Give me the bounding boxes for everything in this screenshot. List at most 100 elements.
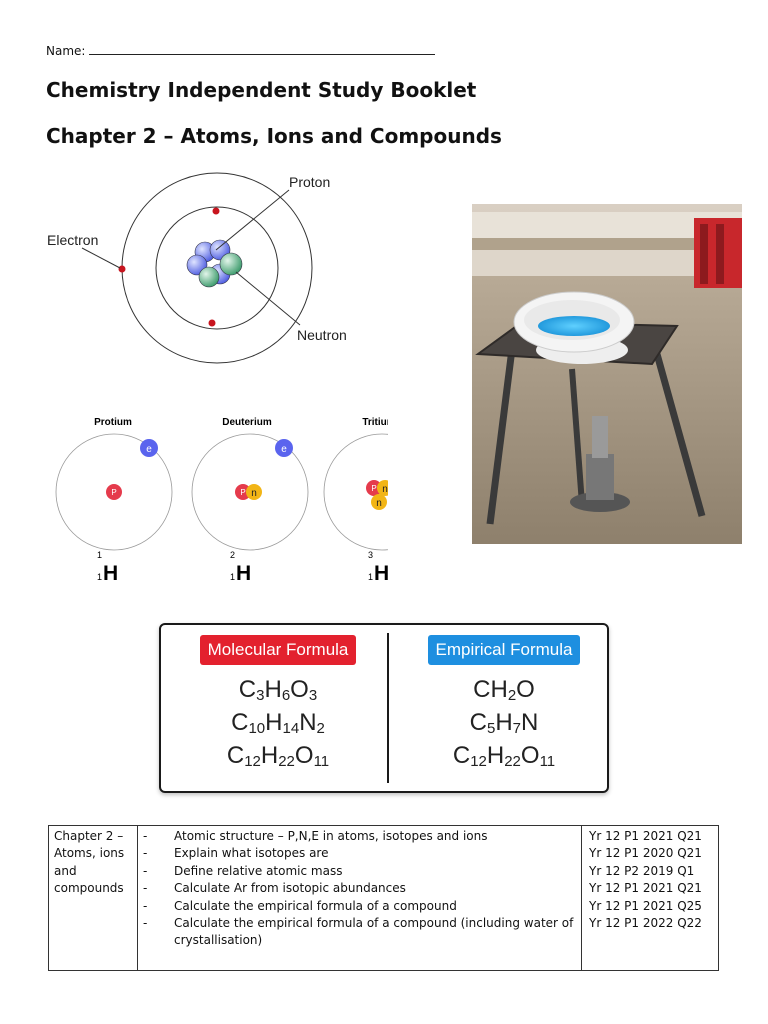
electron-pointer [81,247,121,269]
list-item: Atomic structure – P,N,E in atoms, isoto… [143,828,576,846]
element-symbol: C [469,709,487,736]
electron-symbol: e [146,444,152,455]
electron-dot [212,207,220,215]
subscript-count: 2 [507,687,517,704]
topic-cell: Chapter 2 – Atoms, ions and compounds [48,825,138,971]
electron-symbol: e [281,444,287,455]
chemical-formula: CH2O [399,673,609,706]
element-symbol: H [490,676,508,703]
subscript-count: 14 [282,720,300,737]
electron-dot [118,265,126,273]
proton-symbol: P [371,484,376,493]
references-cell: Yr 12 P1 2021 Q21 Yr 12 P1 2020 Q21 Yr 12 … [581,825,719,971]
list-item: Explain what isotopes are [143,845,576,863]
element-symbol: H [374,562,388,585]
isotope-tritium: Tritium e P n n 3 1 H [323,417,388,585]
subscript-count: 3 [256,687,265,704]
proton-ball [366,480,382,496]
subscript-count: 7 [512,720,522,737]
proton-ball [106,484,122,500]
neutron-label: Neutron [297,327,347,343]
isotope-deuterium: Deuterium e P n 2 1 H [191,417,309,585]
exam-reference: Yr 12 P1 2020 Q21 [589,846,702,861]
element-symbol: H [260,742,279,769]
name-underline [89,44,436,55]
mass-number: 3 [368,550,373,560]
proton-symbol: P [111,488,116,497]
empirical-formula-badge: Empirical Formula [427,635,581,665]
subscript-count: 11 [313,753,330,770]
electron-label: Electron [47,232,98,248]
subscript-count: 10 [248,720,266,737]
exam-reference: Yr 12 P1 2021 Q21 [589,829,702,843]
proton-label: Proton [289,174,330,190]
references-list: Yr 12 P1 2021 Q21 Yr 12 P1 2020 Q21 Yr 12 … [589,828,713,932]
inner-shell [155,206,279,330]
neutron-symbol: n [376,498,382,509]
element-symbol: O [516,676,535,703]
element-symbol: C [226,742,245,769]
objectives-cell: Atomic structure – P,N,E in atoms, isoto… [137,825,582,971]
element-symbol: N [299,709,317,736]
name-field[interactable]: Name: [46,44,436,58]
proton-pointer [215,189,290,251]
subscript-count: 22 [278,753,295,770]
neutron-ball [219,252,243,276]
atom-structure-diagram: Proton Electron Neutron [47,172,347,364]
electron-ball [275,439,293,457]
chemical-formula: C5H7N [399,706,609,739]
exam-reference: Yr 12 P2 2019 Q1 [589,863,695,878]
subscript-count: 11 [539,753,556,770]
subscript-count: 22 [504,753,521,770]
atomic-number: 1 [97,572,102,582]
element-symbol: O [290,676,309,703]
exam-reference: Yr 12 P1 2021 Q25 [589,898,702,913]
element-symbol: H [495,709,513,736]
hydrogen-isotopes-diagram: Protium e P 1 1 H Deuterium e P n 2 1 H … [55,417,388,585]
element-symbol: H [264,676,282,703]
chapter-objectives-table: Chapter 2 – Atoms, ions and compounds At… [48,825,719,971]
electron-ball [140,439,158,457]
electron-orbit [191,433,309,551]
chapter-title: Chapter 2 – Atoms, Ions and Compounds [46,124,502,148]
element-symbol: C [238,676,257,703]
subscript-count: 6 [281,687,291,704]
element-symbol: C [473,676,491,703]
isotope-name: Tritium [362,417,388,428]
neutron-ball [246,484,262,500]
chemical-formula: C12H22O11 [173,739,383,772]
mass-number: 2 [230,550,235,560]
chemical-formula: C10H14N2 [173,706,383,739]
neutron-pointer [235,271,301,326]
isotope-name: Deuterium [222,417,272,428]
table-row: Chapter 2 – Atoms, ions and compounds At… [48,825,719,971]
electron-orbit [323,433,388,551]
exam-reference: Yr 12 P1 2022 Q22 [589,916,702,931]
chemical-formula: C12H22O11 [399,739,609,772]
electron-orbit [55,433,173,551]
neutron-ball [377,480,388,496]
isotope-name: Protium [94,417,132,428]
element-symbol: C [452,742,471,769]
subscript-count: 3 [308,687,318,704]
neutron-symbol: n [382,484,388,495]
subscript-count: 12 [244,753,261,770]
subscript-count: 12 [470,753,487,770]
proton-symbol: P [240,488,245,497]
objectives-list: Atomic structure – P,N,E in atoms, isoto… [143,828,576,950]
element-symbol: H [236,562,251,585]
list-item: Define relative atomic mass [143,863,576,881]
atomic-number: 1 [230,572,235,582]
neutron-ball [371,494,387,510]
subscript-count: 2 [316,720,325,737]
column-divider [387,633,389,783]
element-symbol: N [521,709,539,736]
atomic-number: 1 [368,572,373,582]
exam-reference: Yr 12 P1 2021 Q21 [589,881,702,896]
electron-dot [208,319,216,327]
